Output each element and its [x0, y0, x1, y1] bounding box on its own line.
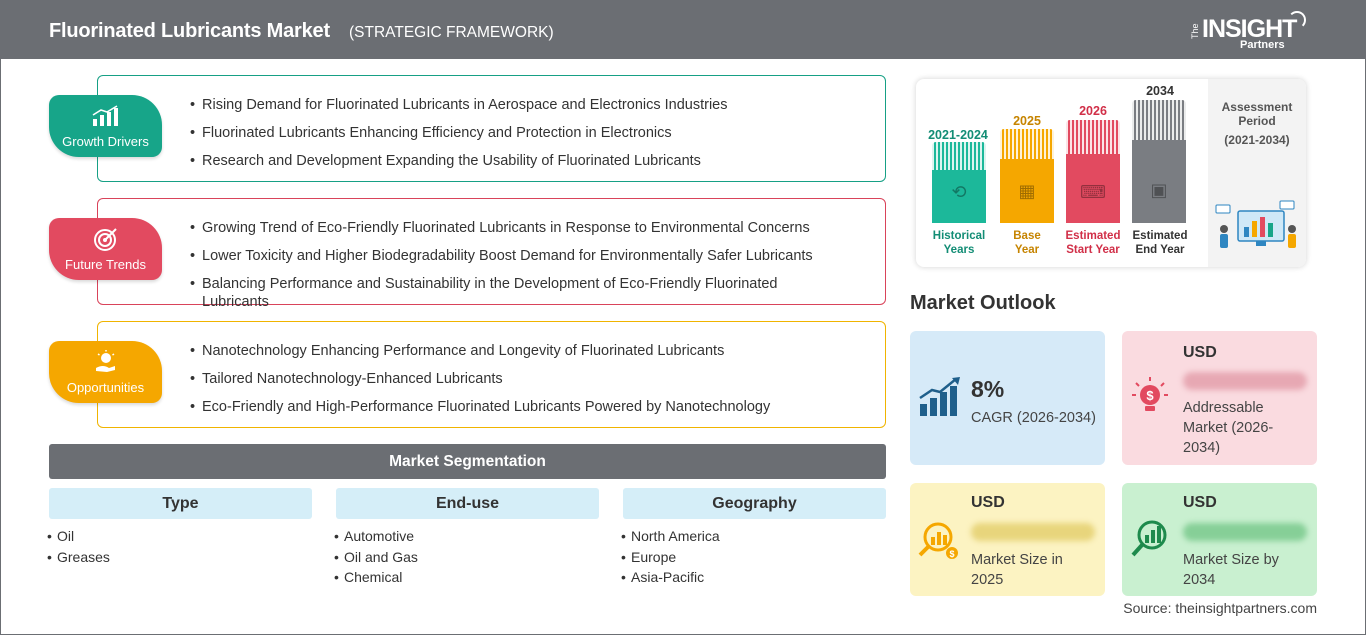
svg-text:$: $	[1146, 388, 1154, 403]
size-2025-label: Market Size in 2025	[971, 552, 1063, 588]
timeline-year-start: 2026	[1079, 104, 1107, 118]
addressable-value-blurred	[1183, 372, 1307, 390]
opportunities-list: Nanotechnology Enhancing Performance and…	[190, 342, 870, 426]
timeline-bar-historical: ⟲	[932, 142, 986, 223]
analytics-illustration-icon	[1212, 199, 1300, 260]
list-item: Oil	[47, 526, 110, 547]
market-segmentation-bar: Market Segmentation	[49, 444, 886, 479]
history-icon: ⟲	[951, 182, 967, 202]
segment-header-end-use: End-use	[336, 488, 599, 519]
list-item: Rising Demand for Fluorinated Lubricants…	[190, 96, 870, 114]
cagr-value: 8%	[971, 376, 1005, 402]
list-item: Lower Toxicity and Higher Biodegradabili…	[190, 247, 870, 265]
page-title: Fluorinated Lubricants Market	[49, 20, 330, 42]
segment-header-type: Type	[49, 488, 312, 519]
assessment-period-label: Assessment Period	[1221, 100, 1293, 128]
list-item: Automotive	[334, 526, 418, 547]
segment-header-geography: Geography	[623, 488, 886, 519]
opportunities-box: Nanotechnology Enhancing Performance and…	[97, 321, 886, 428]
size-2034-currency: USD	[1183, 494, 1217, 511]
opportunities-badge: Opportunities	[49, 341, 162, 403]
page-subtitle: (STRATEGIC FRAMEWORK)	[349, 24, 554, 41]
header-bar: Fluorinated Lubricants Market (STRATEGIC…	[0, 0, 1366, 59]
list-item: Tailored Nanotechnology-Enhanced Lubrica…	[190, 370, 870, 388]
timeline-year-historical: 2021-2024	[928, 128, 988, 142]
size-2025-value-blurred	[971, 523, 1095, 541]
timeline-bar-base: ▦	[1000, 129, 1054, 223]
list-item: Oil and Gas	[334, 547, 418, 568]
segment-list-type: Oil Greases	[47, 526, 110, 567]
bar-growth-icon	[91, 104, 121, 128]
timeline-year-end: 2034	[1146, 84, 1174, 98]
opportunities-label: Opportunities	[66, 380, 145, 395]
list-item: Growing Trend of Eco-Friendly Fluorinate…	[190, 219, 870, 237]
growth-drivers-label: Growth Drivers	[62, 134, 149, 149]
growth-drivers-box: Rising Demand for Fluorinated Lubricants…	[97, 75, 886, 182]
cagr-label: CAGR (2026-2034)	[971, 410, 1096, 426]
growth-drivers-list: Rising Demand for Fluorinated Lubricants…	[190, 96, 870, 180]
growth-chart-icon	[918, 376, 962, 423]
target-icon	[91, 227, 121, 251]
size-2034-value-blurred	[1183, 523, 1307, 541]
magnifier-chart-icon: $	[918, 517, 960, 566]
future-trends-box: Growing Trend of Eco-Friendly Fluorinate…	[97, 198, 886, 310]
assessment-period-range: (2021-2034)	[1224, 133, 1290, 147]
future-trends-list: Growing Trend of Eco-Friendly Fluorinate…	[190, 219, 870, 321]
list-item: Eco-Friendly and High-Performance Fluori…	[190, 398, 870, 416]
segment-list-geography: North America Europe Asia-Pacific	[621, 526, 720, 588]
list-item: Europe	[621, 547, 720, 568]
dollar-bulb-icon: $	[1130, 375, 1170, 424]
list-item: Chemical	[334, 567, 418, 588]
size-2034-label: Market Size by 2034	[1183, 552, 1279, 588]
segment-list-end-use: Automotive Oil and Gas Chemical	[334, 526, 418, 588]
market-size-2025-card: USD $ Market Size in 2025	[910, 483, 1105, 596]
list-item: Greases	[47, 547, 110, 568]
calendar-icon: ▦	[1018, 181, 1036, 201]
addressable-label: Addressable Market (2026-2034)	[1183, 400, 1274, 456]
future-trends-badge: Future Trends	[49, 218, 162, 280]
cagr-card: 8% CAGR (2026-2034)	[910, 331, 1105, 465]
list-item: Fluorinated Lubricants Enhancing Efficie…	[190, 124, 870, 142]
addressable-market-card: USD $ Addressable Market (2026-2034)	[1122, 331, 1317, 465]
addressable-currency: USD	[1183, 344, 1217, 361]
timeline-bar-end: ▣	[1132, 100, 1186, 223]
market-size-2034-card: USD Market Size by 2034	[1122, 483, 1317, 596]
list-item: Balancing Performance and Sustainability…	[190, 275, 810, 311]
list-item: Research and Development Expanding the U…	[190, 152, 870, 170]
source-citation: Source: theinsightpartners.com	[1123, 600, 1317, 616]
svg-text:$: $	[949, 549, 954, 559]
idea-hand-icon	[91, 350, 121, 374]
magnifier-growth-icon	[1130, 517, 1172, 566]
market-outlook-title: Market Outlook	[910, 292, 1056, 314]
monitor-chart-icon: ▣	[1150, 180, 1168, 200]
presentation-icon: ⌨	[1080, 182, 1106, 202]
list-item: Nanotechnology Enhancing Performance and…	[190, 342, 870, 360]
timeline-year-base: 2025	[1013, 114, 1041, 128]
size-2025-currency: USD	[971, 494, 1005, 511]
list-item: North America	[621, 526, 720, 547]
growth-drivers-badge: Growth Drivers	[49, 95, 162, 157]
timeline-bar-start: ⌨	[1066, 120, 1120, 223]
insight-partners-logo[interactable]: The INSIGHT Partners	[1188, 9, 1310, 53]
future-trends-label: Future Trends	[65, 257, 146, 272]
list-item: Asia-Pacific	[621, 567, 720, 588]
